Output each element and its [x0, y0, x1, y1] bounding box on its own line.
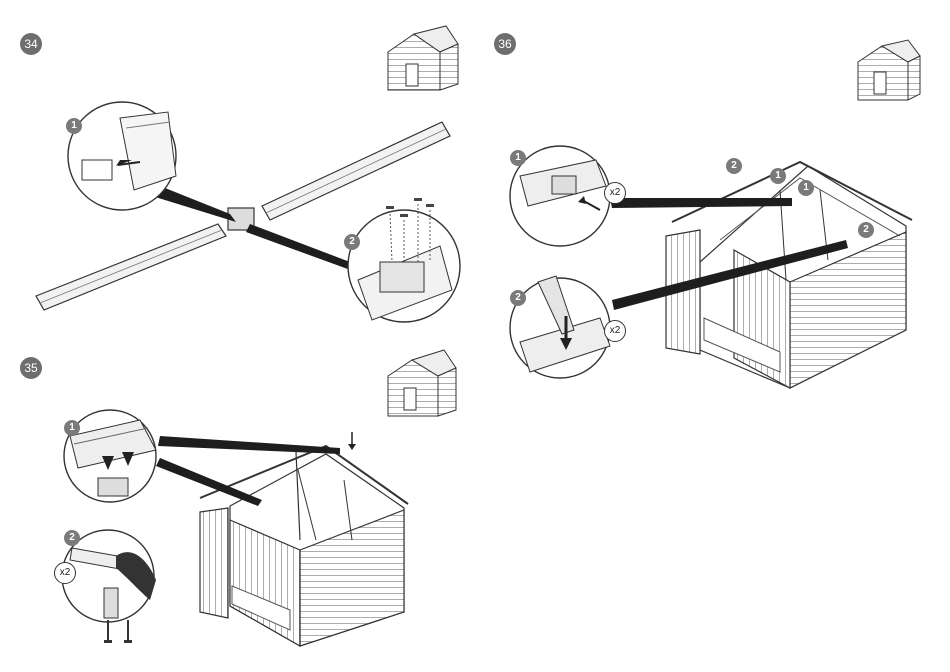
shed-thumbnail-icon: [858, 40, 920, 100]
location-marker: 2: [858, 222, 874, 238]
callout-number: 1: [66, 118, 82, 134]
callout-pointer: [246, 224, 356, 272]
step-number-badge: 36: [494, 33, 516, 55]
quantity-badge: x2: [604, 182, 626, 204]
step-number-badge: 34: [20, 33, 42, 55]
callout-number: 1: [510, 150, 526, 166]
callout-number: 1: [64, 420, 80, 436]
step-36-illustration: [510, 40, 920, 388]
callout-pointer: [158, 436, 340, 454]
shed-door: [200, 508, 228, 618]
step-35-illustration: [62, 350, 456, 646]
location-marker: 1: [798, 180, 814, 196]
quantity-badge: x2: [54, 562, 76, 584]
shed-thumbnail-icon: [388, 26, 458, 90]
callout-number: 2: [64, 530, 80, 546]
location-marker: 2: [726, 158, 742, 174]
callout-number: 2: [510, 290, 526, 306]
location-marker: 1: [770, 168, 786, 184]
callout-pointer: [152, 186, 236, 222]
step-34-illustration: [36, 26, 460, 322]
quantity-badge: x2: [604, 320, 626, 342]
callout-number: 2: [344, 234, 360, 250]
callout-pointer: [156, 458, 262, 506]
step-number-badge: 35: [20, 357, 42, 379]
down-arrow-icon: [348, 432, 356, 450]
shed-thumbnail-icon: [388, 350, 456, 416]
screw-icon: [104, 620, 132, 643]
